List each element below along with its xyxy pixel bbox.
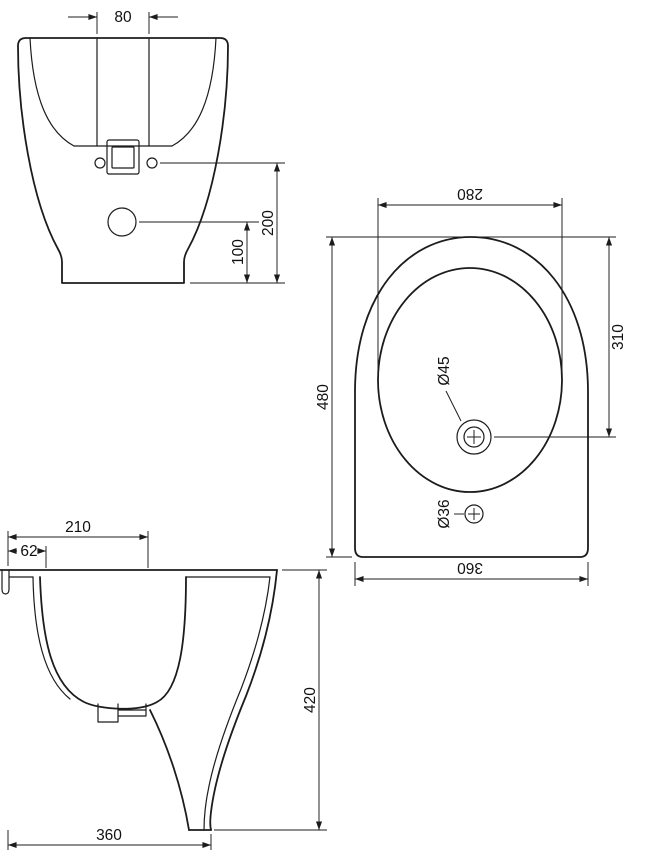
dim-label-front-80: 80 — [114, 9, 132, 26]
dim-label-plan-480: 480 — [315, 384, 332, 410]
front-mount-hole-left — [94, 157, 106, 169]
dim-label-plan-d45: Ø45 — [436, 356, 453, 385]
side-bowl-inner — [39, 576, 187, 710]
dim-ext-front-right — [139, 162, 285, 284]
side-bowl-wall-outer — [32, 576, 71, 700]
plan-faucet-leader — [445, 390, 462, 422]
plan-view: 280 480 310 Ø45 Ø36 360 — [315, 185, 627, 586]
dim-label-side-420: 420 — [302, 687, 319, 713]
side-pedestal-front — [149, 709, 190, 831]
dim-label-plan-360: 360 — [457, 559, 483, 576]
side-drain-fitting — [97, 703, 147, 723]
dim-label-side-360: 360 — [96, 827, 122, 844]
dim-label-side-62: 62 — [20, 543, 37, 560]
dim-label-side-210: 210 — [65, 519, 91, 536]
plan-faucet-hole-outer — [456, 419, 492, 455]
dim-ext-280 — [377, 198, 563, 374]
front-view: 80 200 100 — [17, 9, 285, 284]
dim-label-plan-310: 310 — [610, 324, 627, 350]
plan-drain-hole — [464, 504, 484, 524]
front-outline — [17, 37, 229, 284]
plan-basin — [377, 267, 563, 493]
plan-outline — [354, 236, 589, 558]
front-mount-hole-right — [146, 157, 158, 169]
front-drain-hole — [107, 207, 137, 237]
front-rim-inner-left — [29, 37, 75, 147]
side-view: 210 62 420 360 — [0, 519, 327, 850]
dim-label-plan-d36: Ø36 — [436, 499, 453, 528]
side-back-inner — [203, 576, 271, 831]
side-back-outer — [209, 569, 278, 831]
dim-ext-310 — [479, 236, 616, 438]
dim-label-front-200: 200 — [260, 210, 277, 236]
dim-label-front-100: 100 — [230, 239, 247, 265]
front-faucet-slot-inner — [111, 146, 135, 169]
front-faucet-slot-outer — [106, 139, 140, 175]
plan-faucet-cross — [467, 430, 481, 444]
dim-label-plan-280: 280 — [457, 185, 483, 202]
plan-faucet-hole-inner — [463, 426, 485, 448]
dim-ext-480 — [326, 236, 461, 558]
plan-drain-cross — [468, 508, 480, 520]
side-front-lip — [1, 569, 10, 595]
front-rim-inner-right — [171, 37, 217, 147]
